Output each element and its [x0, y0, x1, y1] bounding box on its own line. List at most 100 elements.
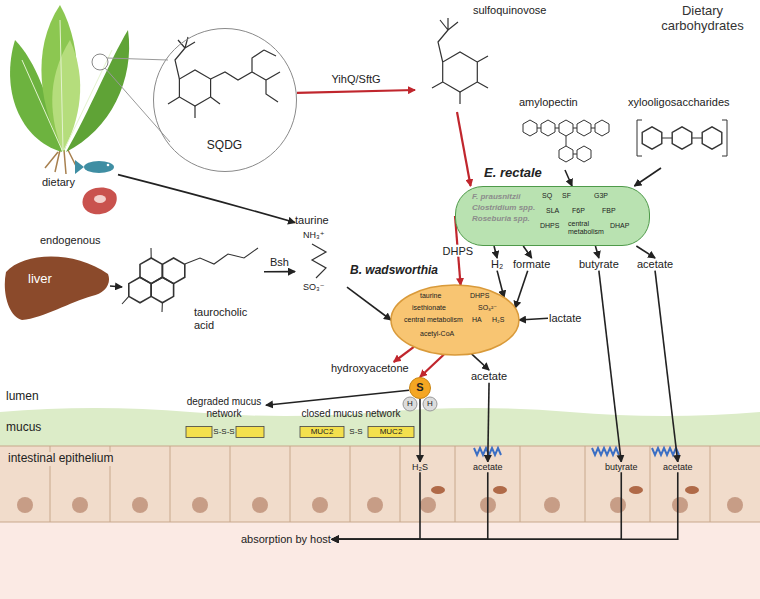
epithelial-cell-border — [710, 446, 711, 522]
cell-nucleus — [610, 497, 626, 513]
liver-outline — [5, 257, 109, 321]
node-text: liver — [28, 272, 52, 287]
receptor-symbol — [592, 448, 619, 455]
node-text: sulfoquinovose — [473, 4, 546, 17]
text-label: SO₃²⁻ — [478, 304, 497, 312]
sqdg-structure — [211, 50, 280, 102]
zoom-circle: SQDG — [153, 28, 297, 172]
amylopectin-structure — [523, 120, 609, 162]
connector-arrow — [634, 168, 661, 186]
sqdg-structure — [168, 97, 220, 118]
node-text: acetate — [471, 370, 507, 383]
mucin-bar — [186, 427, 414, 438]
mucus-network: closed mucus network — [292, 408, 410, 442]
text-label: endogenous — [40, 234, 101, 247]
epithelial-cell-border — [350, 446, 351, 522]
edge-label: Bsh — [268, 255, 291, 268]
taurocholic-acid-structure — [140, 258, 162, 284]
sulfoquinovose-structure — [432, 56, 488, 104]
connector-arrow — [297, 90, 415, 93]
connector-arrow — [110, 286, 122, 287]
lettuce-plant — [22, 20, 112, 150]
mucin-bar — [300, 427, 344, 438]
connector-arrow — [347, 287, 391, 320]
text-label: Dietary carbohydrates — [650, 4, 755, 34]
node-text: formate — [513, 258, 550, 271]
text-label: FBP — [602, 207, 616, 215]
cell-nucleus — [72, 497, 88, 513]
tissue-background — [0, 522, 760, 599]
text-label: H — [407, 399, 413, 408]
text-label: H — [427, 399, 433, 408]
connector-arrow — [332, 472, 488, 539]
node-text: S — [410, 381, 430, 394]
text-label: S-S-S — [213, 427, 234, 436]
metabolite: sulfoquinovose — [415, 2, 555, 112]
node-text: SQDG — [154, 139, 295, 153]
tissue-background — [0, 408, 760, 599]
connector-arrow — [420, 354, 444, 377]
epithelial-cell-border — [585, 446, 586, 522]
text-label: DHPS — [470, 292, 489, 300]
node-text: hydroxyacetone — [331, 362, 409, 375]
connector-arrow — [519, 318, 548, 320]
metabolite: butyrate — [578, 258, 620, 271]
xylooligosaccharide-structure — [637, 120, 727, 156]
connector-arrow — [472, 354, 489, 370]
node-text: taurine — [295, 214, 329, 227]
node-text: acetate — [663, 462, 693, 472]
epithelial-cell-border — [230, 446, 231, 522]
text-label: SF — [562, 192, 571, 200]
node-text: dietary — [42, 176, 75, 189]
taurocholic-acid-structure — [162, 258, 184, 284]
sulfur-atom: S — [409, 377, 431, 399]
node-heading: B. wadsworthia — [350, 264, 438, 278]
food-icon — [84, 161, 114, 173]
cell-nucleus — [544, 497, 560, 513]
node-heading: E. rectale — [484, 166, 542, 181]
carbohydrate: amylopectin — [515, 96, 615, 170]
amylopectin-structure — [541, 120, 555, 136]
tissue-background — [0, 446, 760, 447]
connector-arrow — [636, 246, 655, 258]
food-source: dietary — [40, 156, 118, 218]
sqdg-structure — [175, 37, 195, 79]
metabolite: acetate — [636, 258, 674, 271]
connector-arrow — [332, 472, 420, 539]
liver-organ: liver — [2, 250, 110, 322]
amylopectin-structure — [559, 146, 573, 162]
epithelial-cell-border — [400, 446, 401, 522]
outcome: absorption by host — [240, 533, 332, 546]
node-text: closed mucus network — [292, 408, 410, 420]
mucin-bar — [186, 427, 212, 438]
mucin-bar — [368, 427, 414, 438]
cell-nucleus — [192, 497, 208, 513]
lettuce-plant — [45, 150, 78, 174]
amylopectin-structure — [577, 146, 591, 162]
connector-arrow — [332, 472, 621, 539]
node-text: xylooligosaccharides — [628, 96, 730, 109]
epithelial-cell-border — [650, 446, 651, 522]
cell-nucleus — [252, 497, 268, 513]
cell-nucleus — [672, 497, 688, 513]
cell-nucleus — [312, 497, 328, 513]
text-label: SO₃⁻ — [303, 282, 324, 292]
lettuce-plant — [52, 40, 80, 152]
connector-arrow — [494, 246, 497, 258]
text-label: MUC2 — [380, 427, 403, 436]
xylooligosaccharide-structure — [642, 127, 662, 149]
node-text: taurocholic acid — [194, 306, 262, 331]
taurocholic-acid-structure — [122, 248, 258, 312]
hydrogen-atom — [423, 397, 437, 411]
node-text: butyrate — [605, 462, 638, 472]
epithelial-cell-border — [170, 446, 171, 522]
epithelial-cell-border — [520, 446, 521, 522]
connector-arrow — [595, 246, 598, 258]
text-label: acetyl-CoA — [420, 330, 454, 338]
connector-arrow — [419, 399, 421, 462]
taurine-structure — [312, 244, 326, 278]
food-icon — [94, 195, 106, 203]
node-outline — [2, 250, 110, 322]
connector-arrow — [523, 246, 531, 258]
mitochondrion — [431, 486, 445, 494]
